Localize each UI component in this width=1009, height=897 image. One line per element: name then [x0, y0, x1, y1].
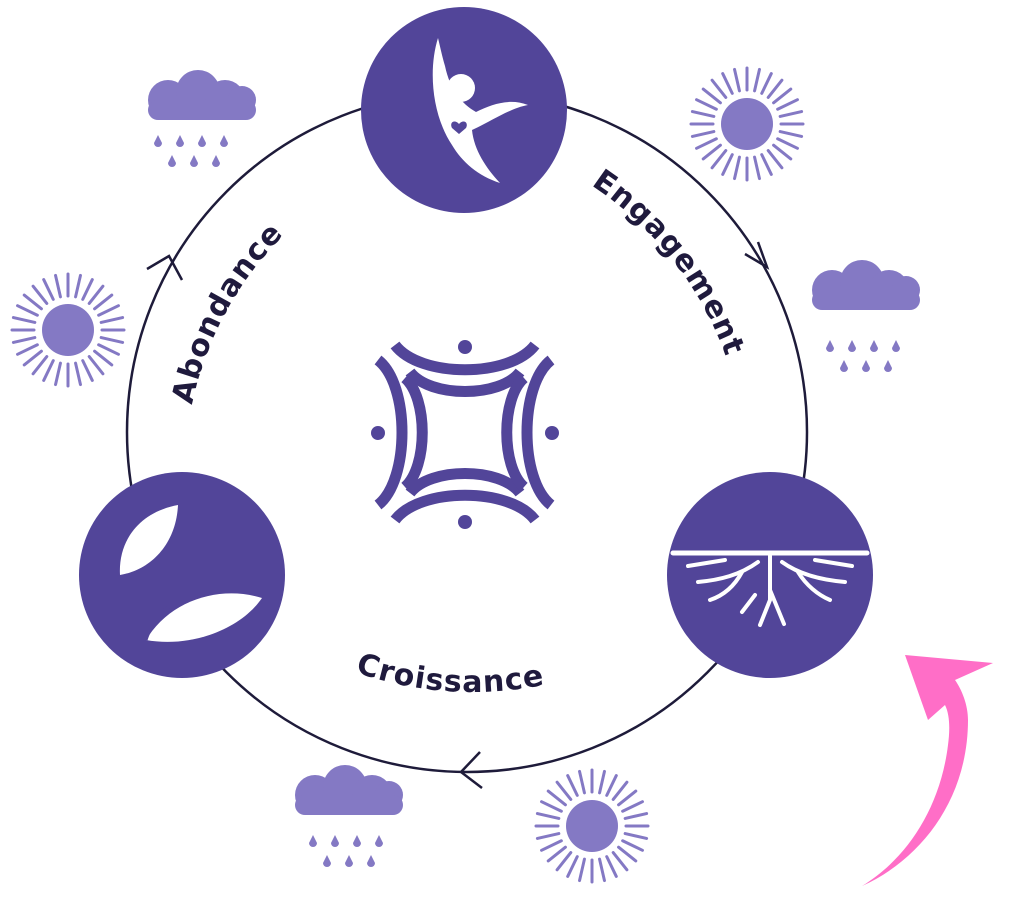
sun-ray — [42, 278, 55, 301]
stage-engagement — [361, 7, 567, 213]
sun-ray — [555, 780, 573, 801]
sun-icon — [689, 66, 805, 182]
sun-ray — [555, 851, 573, 872]
ring-arrow-left — [146, 254, 184, 281]
sun-ray — [760, 72, 773, 95]
center-dot-left — [371, 426, 385, 440]
sun-icon — [10, 272, 126, 388]
sun-ray — [99, 336, 125, 344]
sun-ray — [605, 774, 618, 797]
sun-ray — [733, 67, 741, 93]
sun-ray — [87, 355, 105, 376]
sun-ray — [566, 774, 579, 797]
sun-ray — [546, 845, 567, 863]
sun-ray — [623, 832, 649, 840]
sun-icon — [534, 768, 650, 884]
cloud-rain-icon — [295, 765, 403, 867]
sun-ray — [766, 78, 784, 99]
sun-ray — [16, 304, 39, 317]
sun-ray — [99, 316, 125, 324]
sun-ray — [31, 355, 49, 376]
sun-ray — [598, 857, 606, 883]
center-emblem-icon — [374, 341, 555, 524]
sun-ray — [11, 336, 37, 344]
sun-ray — [31, 284, 49, 305]
sun-ray — [753, 67, 761, 93]
sun-ray — [701, 143, 722, 161]
sun-ray — [776, 98, 799, 111]
sun-ray — [535, 812, 561, 820]
cloud-rain-icon — [812, 260, 920, 372]
stage-croissance — [667, 472, 873, 678]
sun-ray — [74, 273, 82, 299]
ring-arrow-bottom — [459, 751, 483, 789]
sun-ray — [93, 293, 114, 311]
ring-arrow-right — [744, 241, 770, 270]
center-dot-top — [458, 340, 472, 354]
sun-ray — [598, 769, 606, 795]
sun-ray — [81, 278, 94, 301]
sun-ray — [772, 87, 793, 105]
sun-ray — [776, 137, 799, 150]
sun-ray — [772, 143, 793, 161]
roots-icon — [670, 550, 870, 627]
sun-ray — [621, 800, 644, 813]
sun-ray — [97, 343, 120, 356]
sun-ray — [701, 87, 722, 105]
sun-ray — [611, 780, 629, 801]
sun-ray — [733, 155, 741, 181]
stage-label-engagement: Engagement — [586, 163, 751, 360]
sun-ray — [22, 293, 43, 311]
sun-ray — [16, 343, 39, 356]
sun-ray — [623, 812, 649, 820]
cloud-rain-icon — [148, 70, 256, 167]
sun-ray — [710, 149, 728, 170]
sun-ray — [540, 800, 563, 813]
sun-ray — [578, 769, 586, 795]
sun-ray — [81, 359, 94, 382]
center-dot-right — [545, 426, 559, 440]
sun-ray — [721, 153, 734, 176]
sun-ray — [695, 98, 718, 111]
stage-label-croissance: Croissance — [353, 646, 547, 700]
center-dot-bottom — [458, 515, 472, 529]
sun-ray — [721, 72, 734, 95]
sun-ray — [766, 149, 784, 170]
sun-ray — [778, 130, 804, 138]
sun-ray — [617, 789, 638, 807]
sun-ray — [695, 137, 718, 150]
sun-ray — [540, 839, 563, 852]
sun-ray — [74, 361, 82, 387]
person-heart-icon — [432, 38, 528, 183]
sun-ray — [535, 832, 561, 840]
sun-ray — [611, 851, 629, 872]
sun-ray — [710, 78, 728, 99]
sun-ray — [760, 153, 773, 176]
sun-ray — [566, 855, 579, 878]
sun-ray — [54, 361, 62, 387]
sun-ray — [93, 349, 114, 367]
sun-ray — [97, 304, 120, 317]
sun-ray — [54, 273, 62, 299]
sun-ray — [605, 855, 618, 878]
leaves-icon — [119, 505, 262, 642]
sun-ray — [22, 349, 43, 367]
sun-ray — [778, 110, 804, 118]
sun-ray — [753, 155, 761, 181]
sun-ray — [621, 839, 644, 852]
sun-ray — [690, 110, 716, 118]
curved-arrow-icon — [862, 655, 993, 886]
sun-ray — [546, 789, 567, 807]
sun-ray — [578, 857, 586, 883]
sun-ray — [690, 130, 716, 138]
sun-ray — [617, 845, 638, 863]
sun-ray — [42, 359, 55, 382]
stage-abondance — [79, 472, 285, 678]
sun-ray — [11, 316, 37, 324]
sun-ray — [87, 284, 105, 305]
